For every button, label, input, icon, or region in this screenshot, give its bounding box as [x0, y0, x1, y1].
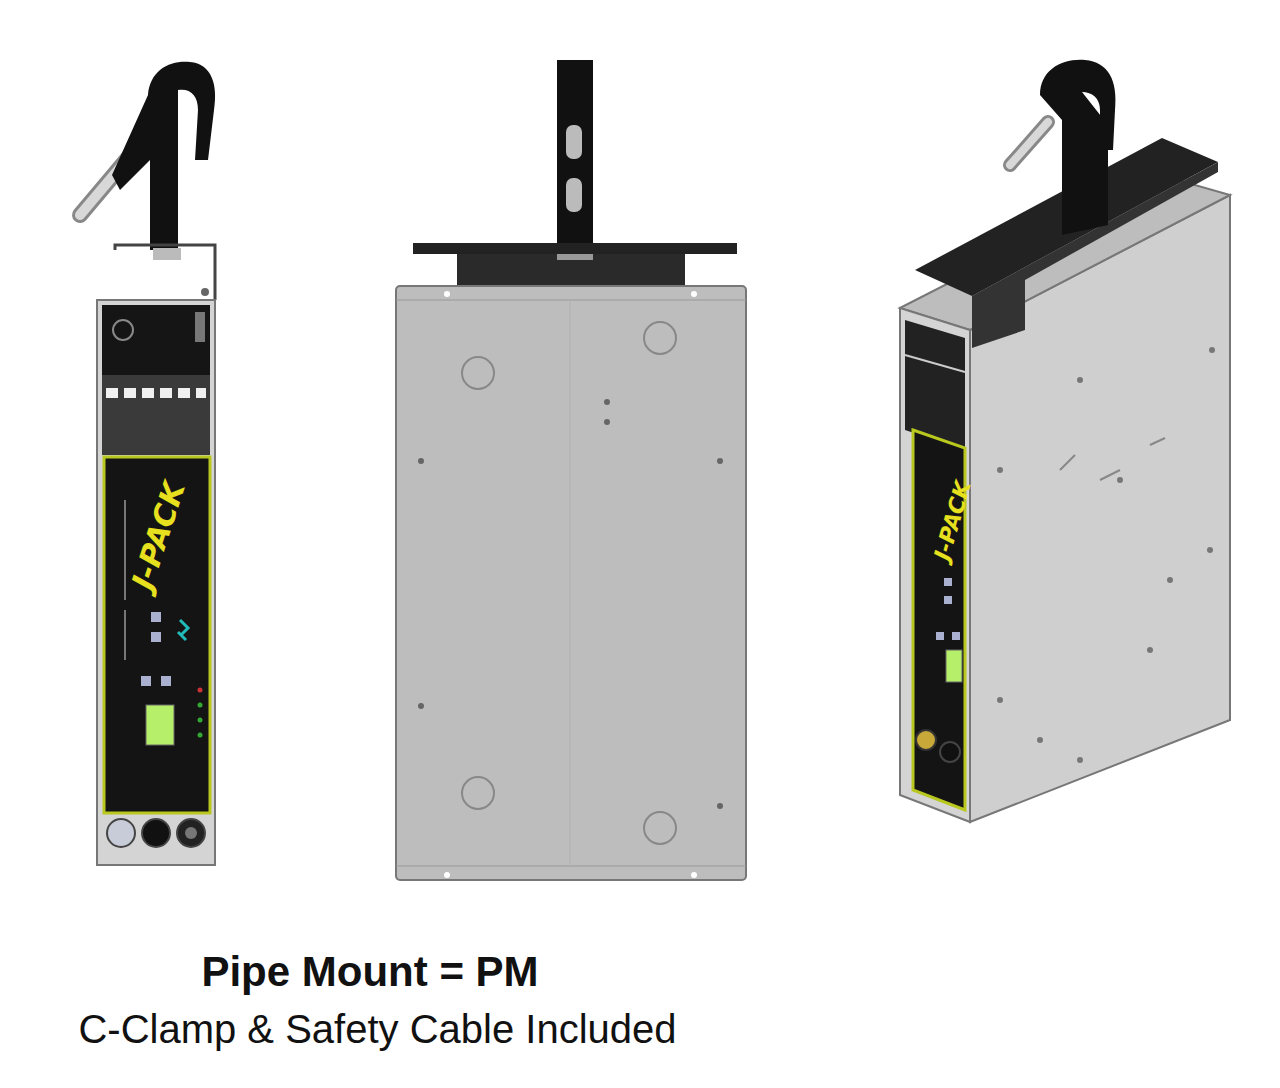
- clamp-nut: [153, 248, 181, 260]
- brand-mark: [178, 620, 188, 640]
- connector: [940, 742, 960, 762]
- connector: [107, 819, 135, 847]
- top-panel: [102, 305, 210, 375]
- connector: [177, 819, 205, 847]
- mount-plate: [413, 243, 737, 254]
- clamp-bolt: [566, 178, 582, 212]
- clamp-nut: [557, 254, 593, 260]
- clamp-bolt: [1010, 122, 1048, 165]
- buttons: [936, 578, 960, 640]
- rivets: [444, 291, 697, 878]
- mount-bracket: [115, 245, 215, 300]
- screws: [418, 399, 723, 809]
- panel-edge: [396, 300, 746, 301]
- connector: [142, 819, 170, 847]
- panel-seam: [570, 300, 571, 866]
- connector: [916, 730, 936, 750]
- lcd: [146, 705, 174, 745]
- clamp-bolt: [1010, 122, 1048, 165]
- housing-side: [396, 286, 746, 880]
- title: Pipe Mount = PM: [0, 948, 740, 996]
- side-view: [396, 60, 746, 880]
- bracket-bolt: [201, 288, 209, 296]
- breaker-tabs: [106, 388, 206, 398]
- iso-view: [900, 60, 1230, 822]
- clamp-stem: [557, 60, 593, 248]
- housing: [97, 300, 215, 865]
- inlet-icon: [113, 320, 133, 340]
- panel-line: [905, 355, 965, 372]
- front-panel: [104, 457, 210, 813]
- leds: [198, 688, 203, 738]
- caption: C-Clamp & Safety Cable Included: [0, 1007, 755, 1052]
- clamp-bolt: [566, 125, 582, 159]
- c-clamp: [1040, 60, 1116, 235]
- housing-front: [900, 308, 970, 822]
- feet: [462, 322, 676, 844]
- panel-edge: [396, 866, 746, 867]
- lcd: [946, 650, 962, 682]
- c-clamp: [112, 62, 215, 250]
- vents: [1060, 438, 1165, 480]
- screws: [997, 347, 1215, 763]
- connector-pins: [185, 827, 197, 839]
- front-view: [80, 62, 215, 865]
- breaker: [195, 312, 205, 342]
- mount-bracket: [457, 254, 685, 288]
- buttons: [141, 612, 171, 686]
- breaker-row: [102, 375, 210, 455]
